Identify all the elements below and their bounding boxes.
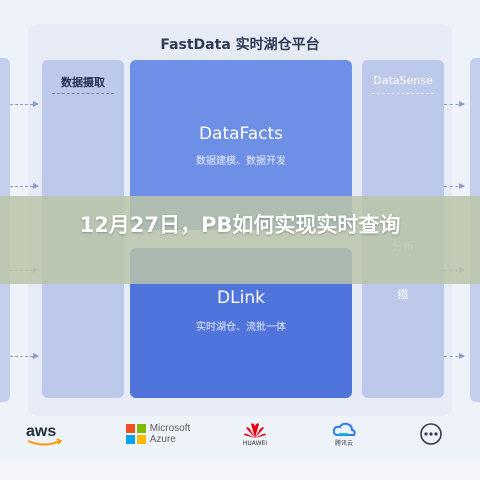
divider xyxy=(52,93,114,94)
datafacts-subtitle: 数据建模、数据开发 xyxy=(196,156,286,167)
more-logo xyxy=(418,418,444,450)
microsoft-icon xyxy=(125,424,146,444)
platform-title: FastData 实时湖仓平台 xyxy=(160,37,320,53)
datasense-label-1: 缆 xyxy=(397,288,409,301)
aws-logo-icon: aws xyxy=(26,423,63,446)
aws-logo-text: aws xyxy=(26,423,56,440)
bottom-strip xyxy=(0,460,480,480)
huawei-logo: HUAWEI xyxy=(236,418,274,450)
dlink-title: DLink xyxy=(217,288,265,308)
microsoft-label: Microsoft xyxy=(149,423,191,434)
arrow-left-2 xyxy=(10,183,39,189)
aws-logo: aws xyxy=(24,418,68,450)
huawei-flower-icon xyxy=(244,422,266,438)
datasense-title: DataSense xyxy=(373,74,433,87)
arrow-right-2 xyxy=(444,183,465,189)
headline-banner: 12月27日，PB如何实现实时查询 xyxy=(0,196,480,284)
tencent-cloud-icon xyxy=(332,422,356,436)
tencent-cloud-logo: 腾讯云 xyxy=(326,418,362,450)
headline-text: 12月27日，PB如何实现实时查询 xyxy=(79,213,401,237)
dlink-subtitle: 实时湖仓、流批一体 xyxy=(196,322,286,333)
arrow-left-4 xyxy=(10,353,39,359)
microsoft-azure-logo: Microsoft Azure xyxy=(118,418,198,450)
divider xyxy=(372,93,434,94)
azure-label: Azure xyxy=(149,434,176,445)
tencent-cloud-label: 腾讯云 xyxy=(334,439,353,447)
microsoft-azure-text: Microsoft Azure xyxy=(150,423,191,445)
data-ingestion-title: 数据摄取 xyxy=(61,76,105,89)
more-icon xyxy=(420,423,442,445)
datafacts-title: DataFacts xyxy=(198,124,284,144)
partner-logo-row: aws Microsoft Azure xyxy=(0,418,480,458)
arrow-right-4 xyxy=(444,353,465,359)
arrow-left-1 xyxy=(10,101,39,107)
huawei-label: HUAWEI xyxy=(242,439,268,447)
arrow-right-1 xyxy=(444,101,465,107)
